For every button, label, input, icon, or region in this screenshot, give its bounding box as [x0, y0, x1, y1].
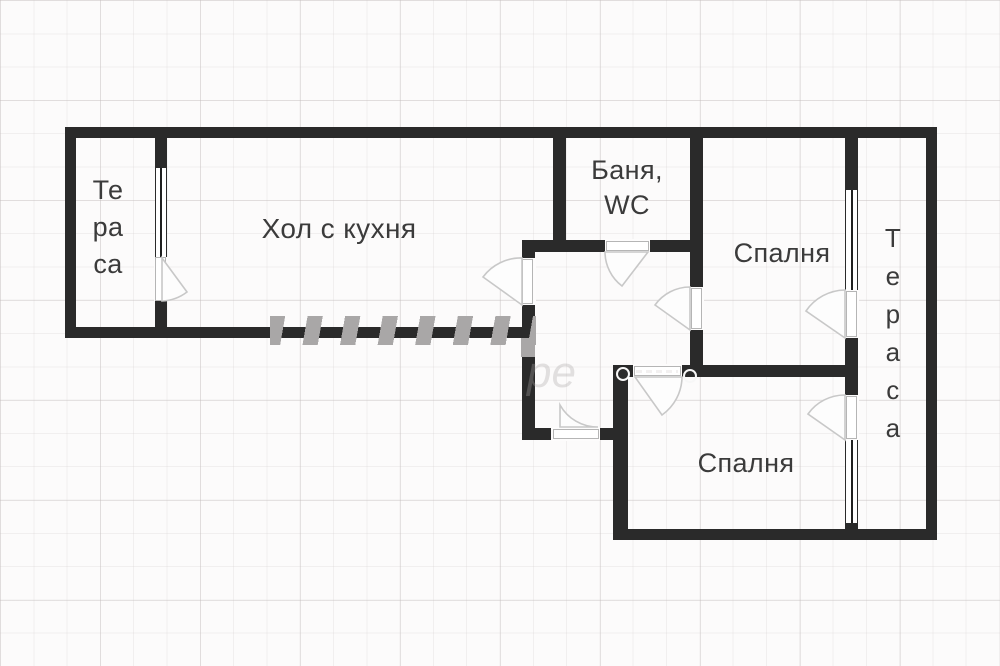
watermark-ring — [616, 367, 630, 381]
wall — [65, 127, 76, 338]
wall — [553, 127, 566, 249]
wall — [613, 529, 937, 540]
wall — [65, 127, 937, 138]
wall — [926, 127, 937, 540]
room-label-terrace-right: Т е р а с а — [884, 223, 902, 443]
room-label-bedroom-2: Спалня — [697, 448, 795, 478]
watermark-text-small — [636, 370, 678, 373]
wall — [690, 127, 703, 252]
watermark-ring — [683, 369, 697, 383]
door-leaf — [606, 241, 649, 251]
window — [156, 168, 166, 257]
door-leaf — [553, 429, 599, 439]
watermark-block — [521, 338, 535, 357]
door-leaf — [846, 396, 857, 439]
room-label-bedroom-1: Спалня — [733, 238, 831, 268]
room-label-bathroom-wc: Баня, WC — [591, 155, 663, 220]
window — [846, 440, 857, 523]
wall — [613, 365, 628, 540]
window — [846, 190, 857, 290]
watermark-text: ре — [527, 348, 576, 397]
watermark-stripes — [270, 316, 536, 345]
door-leaf — [846, 291, 857, 337]
door-leaf — [691, 288, 702, 329]
door-leaf — [522, 259, 533, 304]
room-label-terrace-left: Те ра са — [92, 175, 124, 279]
room-label-living-kitchen: Хол с кухня — [261, 213, 417, 244]
